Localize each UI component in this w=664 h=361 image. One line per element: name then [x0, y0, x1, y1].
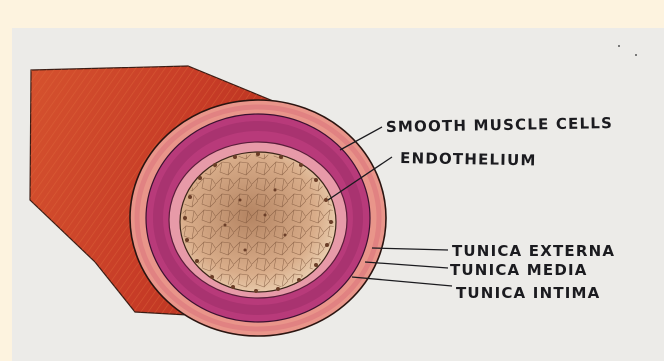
label-smooth-muscle-cells: SMOOTH MUSCLE CELLS: [386, 114, 613, 136]
label-tunica-intima: TUNICA INTIMA: [456, 284, 600, 302]
label-tunica-media: TUNICA MEDIA: [450, 261, 588, 279]
leader-tunica-intima: [352, 277, 452, 286]
leader-tunica-externa: [372, 248, 448, 250]
label-endothelium: ENDOTHELIUM: [400, 149, 537, 169]
leader-tunica-media: [365, 262, 448, 268]
label-tunica-externa: TUNICA EXTERNA: [452, 242, 615, 260]
